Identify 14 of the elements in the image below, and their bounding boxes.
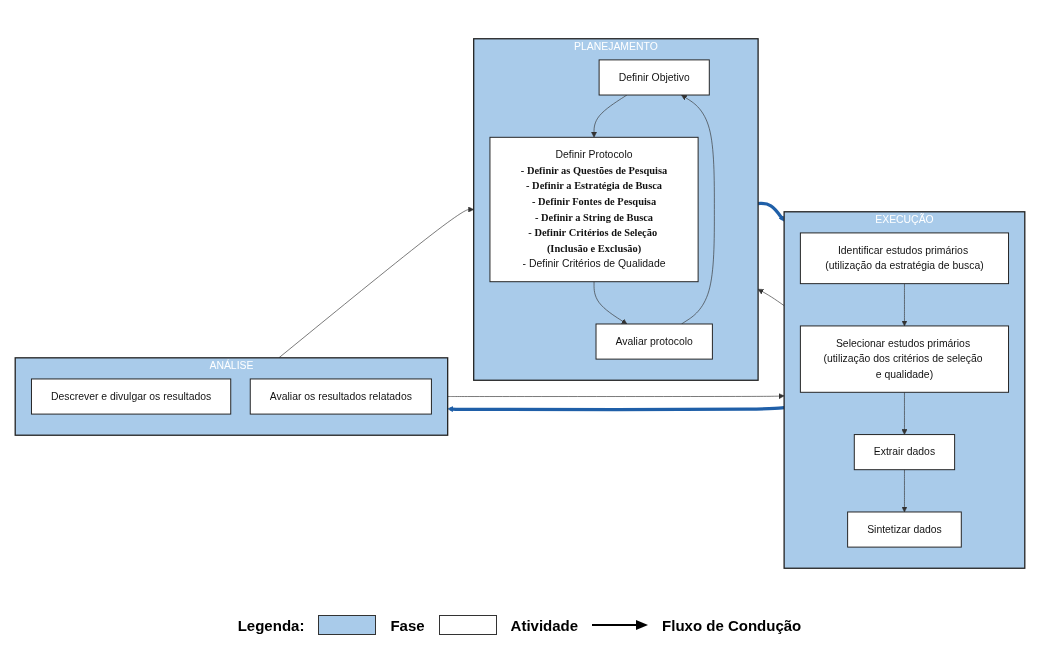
node-box: Definir Objetivo (598, 59, 710, 96)
legend-label: Fase (390, 616, 425, 634)
legend-label: Fluxo de Condução (662, 616, 802, 634)
node-box: Avaliar os resultados relatados (249, 378, 432, 415)
arrow (757, 201, 784, 222)
node-box: Extrair dados (853, 434, 955, 471)
node-box: Avaliar protocolo (595, 323, 713, 360)
node-box: Descrever e divulgar os resultados (30, 378, 231, 415)
legend-heading: Legenda: (237, 616, 305, 634)
node-box: Identificar estudos primários (utilização da estratégia de busca) (799, 232, 1009, 285)
legend-label: Atividade (510, 616, 579, 634)
node-box: Definir Protocolo - Definir as Questões de Pesquisa - Definir a Estratégia de Busca - Definir Fontes de Pesquisa - Definir a String de Busca - Definir Critérios de Seleção (Inclusão e Exclusão) - Definir Critérios de Qualidade (488, 136, 699, 283)
node-box: Selecionar estudos primários (utilização dos critérios de seleção e qualidade) (799, 325, 1009, 393)
node-box: Sintetizar dados (846, 511, 962, 548)
